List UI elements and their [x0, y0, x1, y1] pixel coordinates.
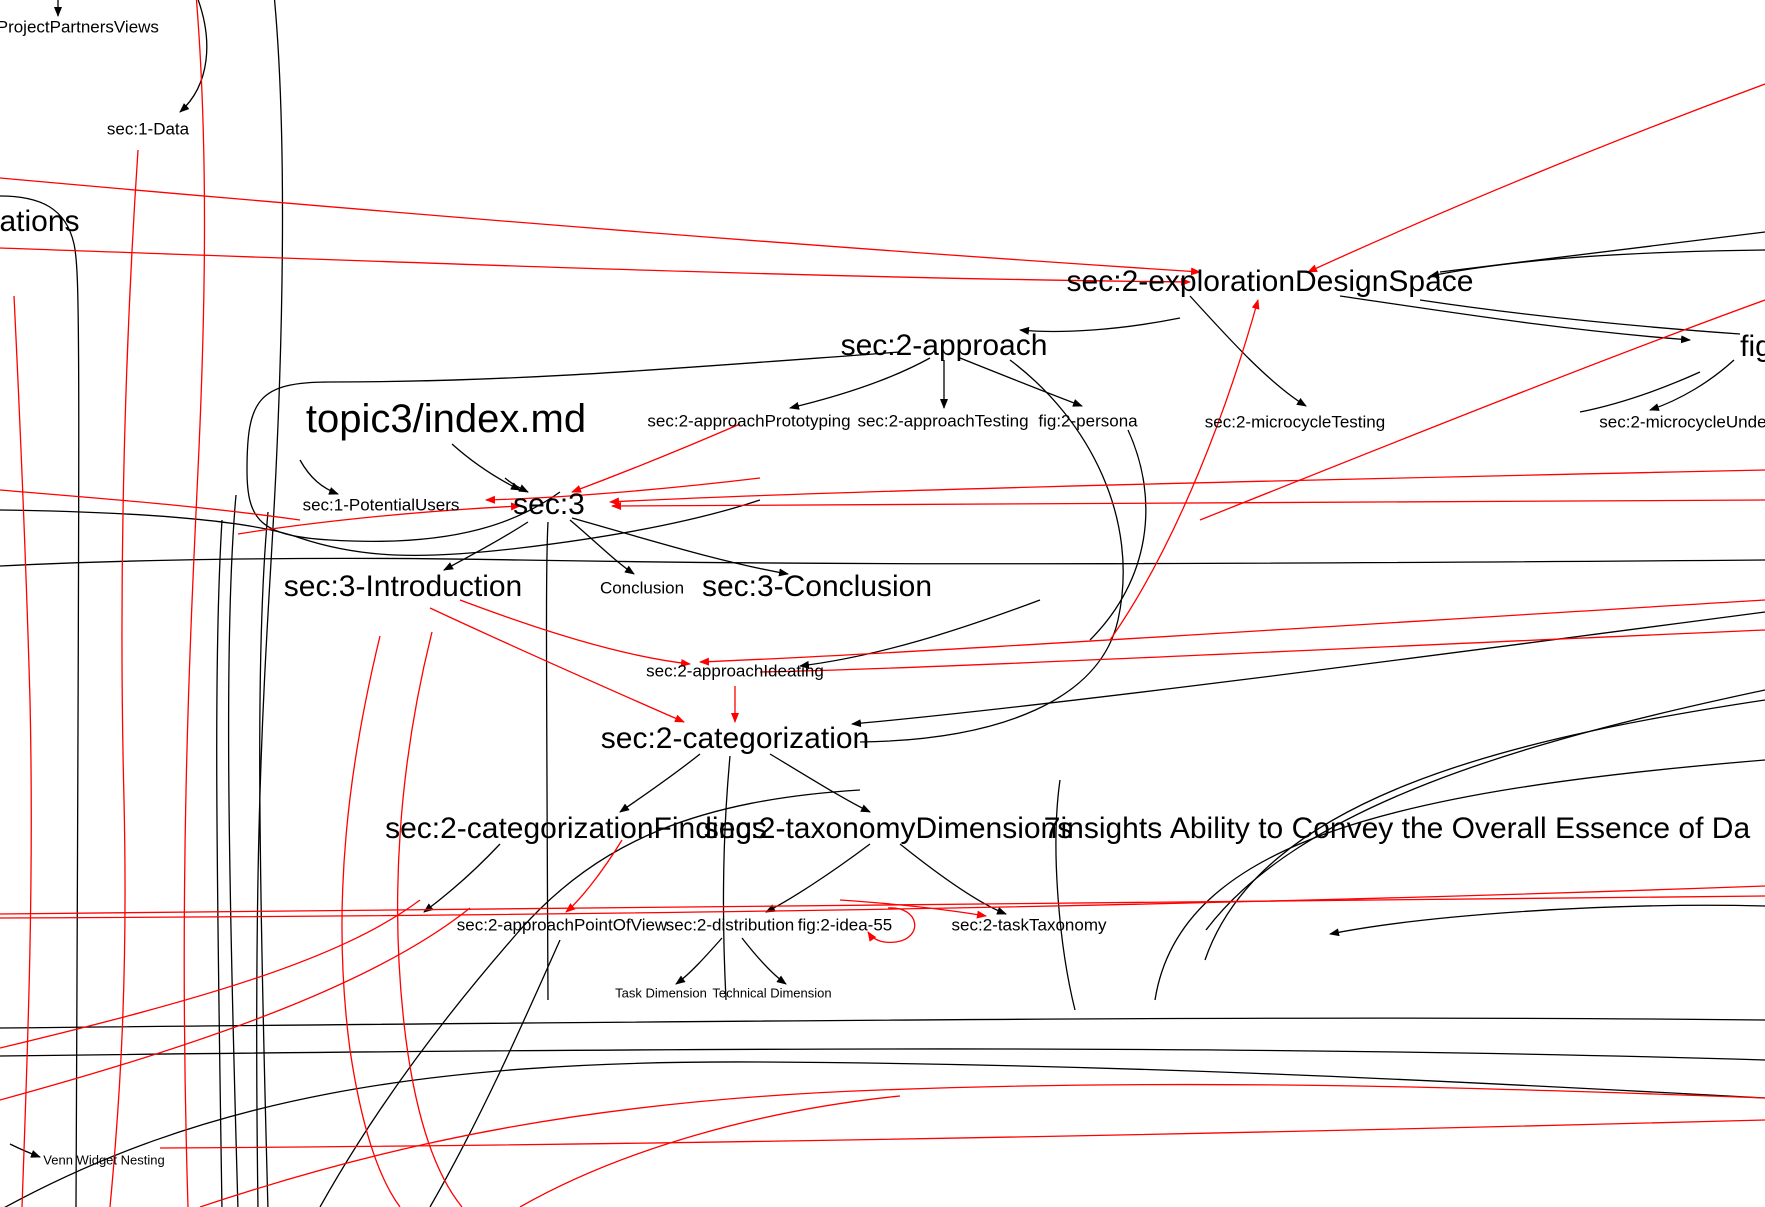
node-sec2categorization[interactable]: sec:2-categorization: [600, 722, 870, 755]
node-sec3[interactable]: sec:3: [513, 488, 585, 521]
node-topic3-index-md[interactable]: topic3/index.md: [305, 397, 587, 441]
node-fig2idea55[interactable]: fig:2-idea-55: [797, 915, 893, 935]
node-fig2persona[interactable]: fig:2-persona: [1038, 411, 1138, 431]
node-7insights[interactable]: 7insights: [1043, 812, 1163, 845]
node-approachPrototyping[interactable]: sec:2-approachPrototyping: [647, 411, 851, 431]
node-taxonomyDimensions[interactable]: sec:2-taxonomyDimensions: [703, 812, 1073, 845]
node-taskTaxonomy[interactable]: sec:2-taskTaxonomy: [951, 915, 1107, 935]
node-microcycleUnders[interactable]: sec:2-microcycleUnders: [1599, 412, 1765, 432]
node-approachIdeating[interactable]: sec:2-approachIdeating: [646, 661, 824, 681]
node-categorizationFindings[interactable]: sec:2-categorizationFindings: [385, 812, 767, 845]
node-technicalDimension[interactable]: Technical Dimension: [712, 985, 832, 1001]
node-approachPointOfView[interactable]: sec:2-approachPointOfView: [456, 915, 668, 935]
node-fig-right[interactable]: fig: [1740, 330, 1765, 363]
node-abilityToConvey[interactable]: Ability to Convey the Overall Essence of…: [1169, 812, 1751, 845]
node-sec1PotentialUsers[interactable]: sec:1-PotentialUsers: [302, 495, 460, 515]
node-taskDimension[interactable]: Task Dimension: [615, 985, 707, 1001]
node-sec3Conclusion[interactable]: sec:3-Conclusion: [701, 570, 933, 603]
node-conclusion[interactable]: Conclusion: [599, 578, 685, 598]
node-sec1Data[interactable]: sec:1-Data: [106, 119, 190, 139]
node-sec3Introduction[interactable]: sec:3-Introduction: [283, 570, 523, 603]
node-explorationDesignSpace[interactable]: sec:2-explorationDesignSpace: [1066, 265, 1474, 298]
node-projectPartnersViews[interactable]: -ProjectPartnersViews: [0, 17, 159, 37]
node-microcycleTesting[interactable]: sec:2-microcycleTesting: [1204, 412, 1386, 432]
node-sec2approach[interactable]: sec:2-approach: [840, 329, 1048, 362]
node-sec2distribution[interactable]: sec:2-distribution: [665, 915, 795, 935]
node-approachTesting[interactable]: sec:2-approachTesting: [857, 411, 1029, 431]
node-vennWidgetNesting[interactable]: Venn Widget Nesting: [43, 1152, 165, 1168]
